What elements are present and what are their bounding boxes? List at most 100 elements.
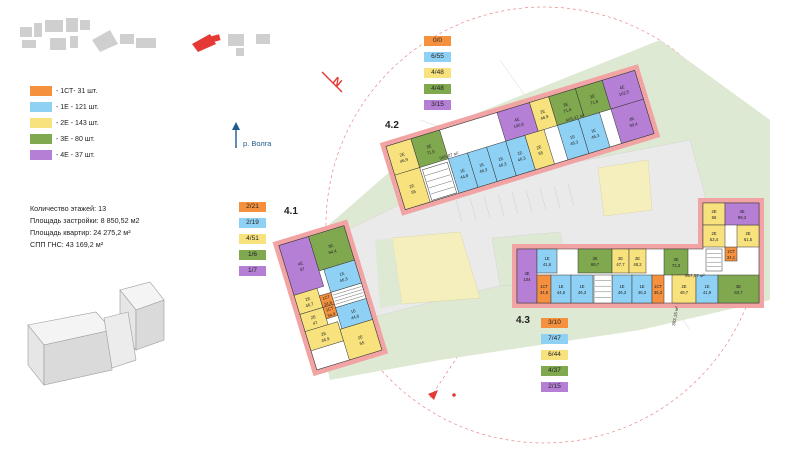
legend-label: - 1СТ- 31 шт. (56, 87, 98, 95)
unit-group-4-1: 3Е94,44Е971Е46,32Е46,71СТ34,61СТ34,92Е47… (278, 225, 383, 361)
badge-4-3-3e: 4/37 (541, 366, 568, 376)
legend-swatch (30, 86, 52, 96)
stair-line (335, 295, 365, 305)
badge-4-3-2e: 6/44 (541, 350, 568, 360)
unit-area: 100,6 (513, 121, 525, 129)
unit-type: 1Е (517, 150, 524, 156)
parking-lines (455, 183, 575, 223)
unit-area: 46,3 (479, 167, 489, 174)
unit-area: 56 (712, 215, 717, 220)
unit-area: 46,9 (540, 114, 550, 121)
unit-area: 46,3 (517, 155, 527, 162)
unit-type: 1СТ (322, 294, 331, 301)
unit-area: 46,3 (578, 290, 587, 295)
unit-fill (536, 274, 552, 304)
unit-type: 2Е (409, 183, 416, 189)
unit-type: 2Е (745, 231, 750, 236)
badge-4-2-4e: 3/15 (424, 100, 451, 110)
unit-fill (570, 274, 594, 304)
badge-4-1-2e: 4/51 (239, 234, 266, 244)
unit-type: 2Е (618, 256, 623, 261)
area-label-4-2: 565,07 м² (439, 150, 460, 161)
unit-area: 99,4 (629, 121, 639, 128)
stat-gns: СПП ГНС: 43 169,2 м² (30, 240, 104, 249)
unit-area: 46,3 (638, 290, 647, 295)
unit-fill (578, 112, 611, 154)
unit-area: 61,5 (744, 237, 753, 242)
unit-type: 3Е (426, 143, 433, 149)
unit-area: 104 (524, 277, 532, 282)
badge-4-3-1st: 3/10 (541, 318, 568, 328)
unit-type: 2Е (536, 144, 543, 150)
axonometric-view (27, 281, 165, 386)
area-label-4-2b: 443,47 м² (565, 112, 586, 123)
unit-area: 41,6 (543, 262, 552, 267)
unit-type: 2Е (681, 284, 686, 289)
stair-core (330, 282, 367, 309)
unit-type: 2Е (320, 331, 327, 337)
unit-fill (611, 274, 633, 304)
unit-type: 2Е (711, 231, 716, 236)
unit-type: 2Е (540, 108, 547, 114)
unit-type: 3Е (736, 284, 741, 289)
stair-line (425, 168, 449, 176)
unit-type: 3Е (562, 101, 569, 107)
unit-type: 2Е (305, 296, 312, 302)
unit-area: 55 (538, 150, 545, 156)
legend-swatch (30, 134, 52, 144)
legend-label: - 3Е - 80 шт. (56, 135, 95, 143)
unit-type: 3Е (592, 256, 597, 261)
unit-area: 34,6 (323, 299, 333, 306)
unit-group-4-3: 4Е1041Е41,61СТ34,81Е44,61Е46,33Е69,72Е47… (516, 202, 760, 304)
badge-4-1-1e: 2/19 (239, 218, 266, 228)
unit-type: 4Е (629, 116, 636, 122)
unit-type: 1Е (558, 284, 563, 289)
unit-area: 46,9 (321, 336, 331, 343)
unit-type: 1Е (619, 284, 624, 289)
unit-area: 34,8 (540, 290, 549, 295)
unit-type: 3Е (673, 257, 678, 262)
unit-fill (410, 129, 449, 168)
unit-type: 1СТ (727, 249, 735, 254)
unit-type: 2Е (399, 151, 406, 157)
stat-built-area: Площадь застройки: 8 850,52 м2 (30, 216, 140, 225)
unit-type: 2Е (711, 209, 716, 214)
lawn (375, 238, 402, 308)
unit-fill (536, 248, 558, 274)
unit-type: 1Е (579, 284, 584, 289)
unit-type: 1Е (639, 284, 644, 289)
stat-apartment-area: Площадь квартир: 24 275,2 м² (30, 228, 131, 237)
unit-fill (524, 129, 555, 171)
legend-item-2e: - 2Е - 143 шт. (30, 118, 99, 128)
stair-line (333, 289, 363, 299)
unit-type: 1СТ (325, 305, 334, 312)
unit-fill (610, 98, 655, 144)
unit-fill (724, 246, 738, 262)
stair-line (332, 286, 362, 296)
legend-item-1e: - 1Е - 121 шт. (30, 102, 99, 112)
unit-area: 46,3 (570, 139, 580, 146)
unit-type: 3Е (589, 93, 596, 99)
unit-area: 46,3 (591, 133, 601, 140)
north-label: N (330, 75, 344, 89)
building-label-4-3: 4.3 (516, 315, 530, 326)
unit-area: 49,7 (680, 290, 689, 295)
legend-item-1st: - 1СТ- 31 шт. (30, 86, 97, 96)
unit-area: 46,3 (339, 276, 349, 283)
context-map-icon (20, 18, 270, 56)
area-label-4-3: 567,07 м² (685, 273, 705, 278)
unit-area: 53,4 (710, 237, 719, 242)
badge-4-1-3e: 1/6 (239, 250, 266, 260)
unit-area: 47,7 (616, 262, 625, 267)
